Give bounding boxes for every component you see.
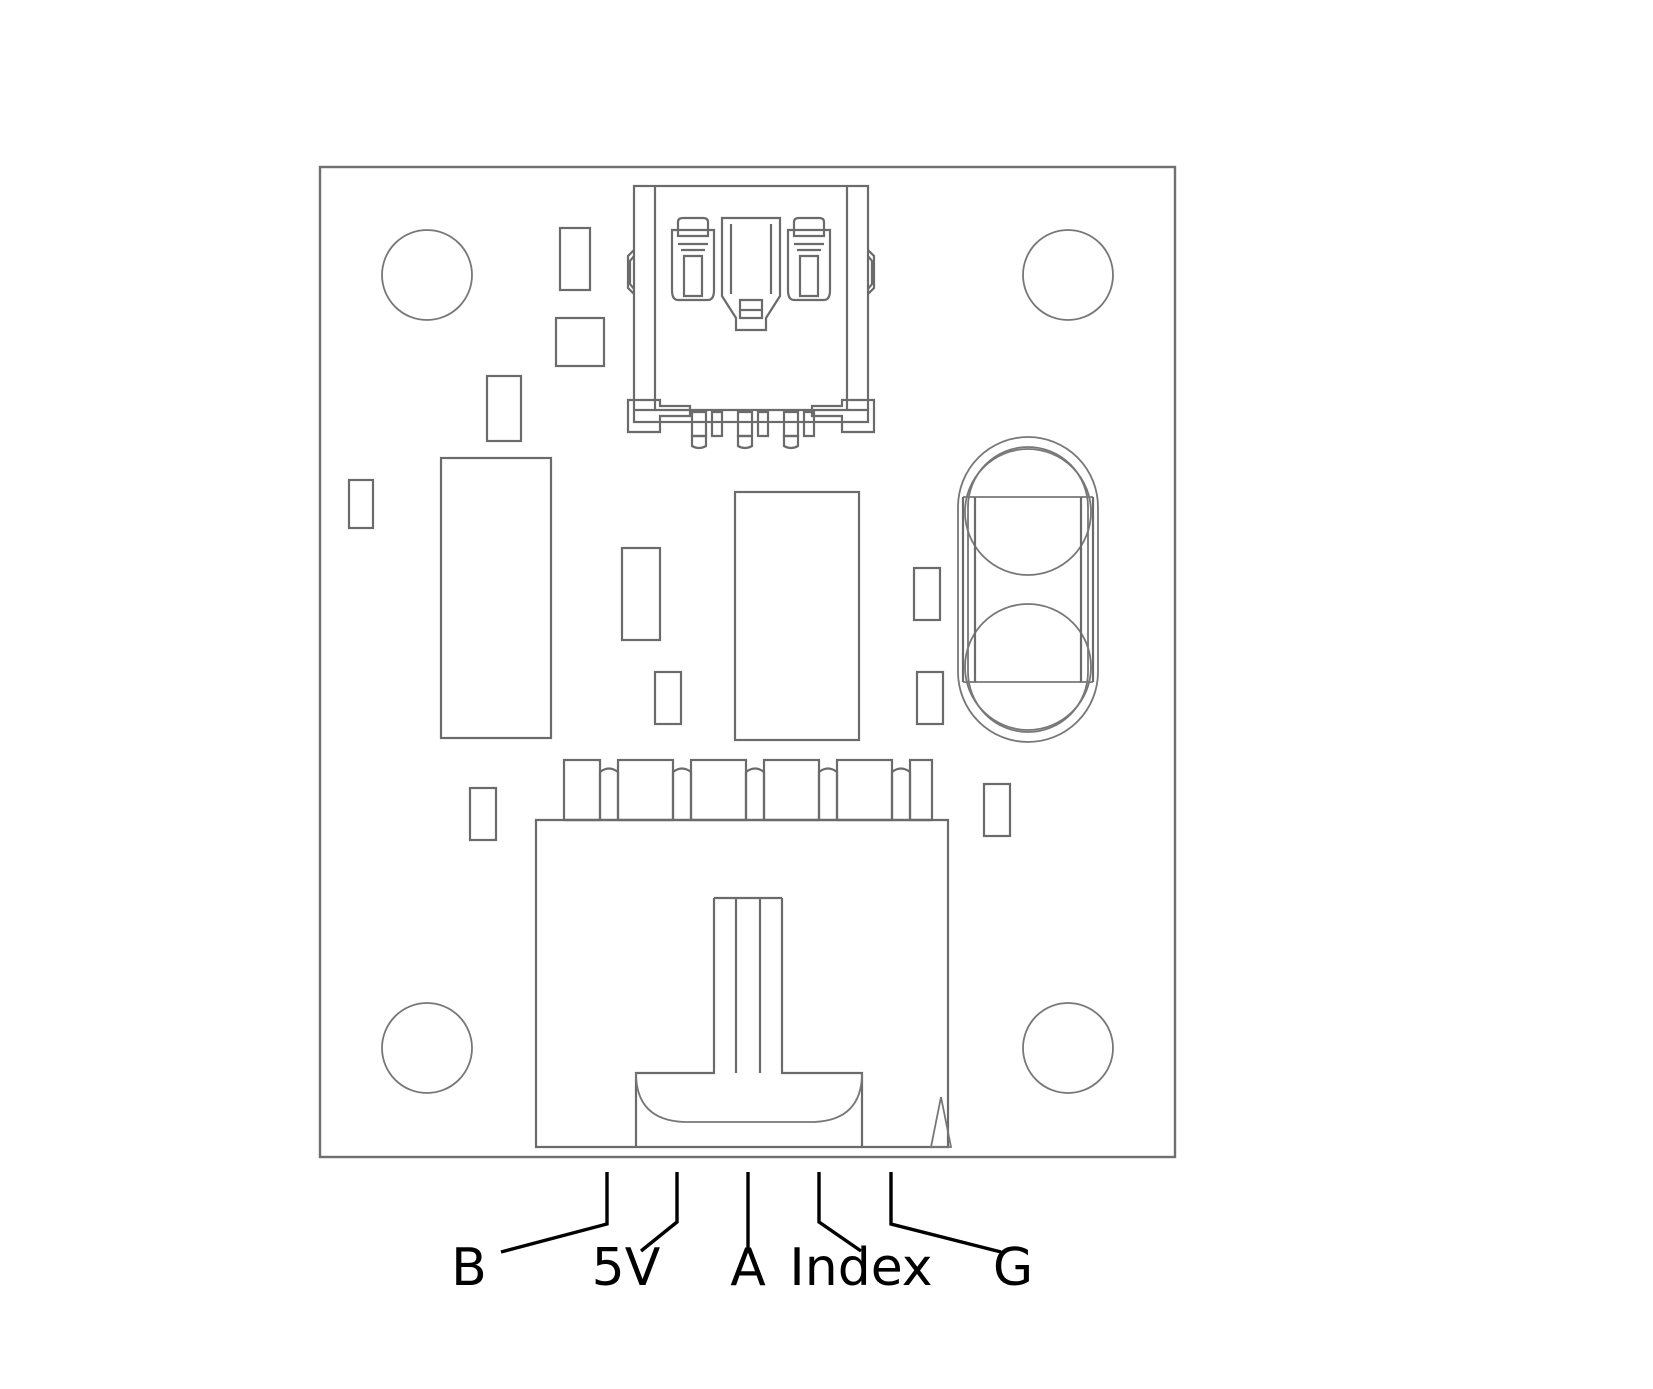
pin-header-connector [534,758,953,1149]
pin-label-g: G [993,1238,1033,1298]
usb-skirt-left [626,398,692,434]
pad-4 [347,478,375,530]
oval-pad-top [964,448,1092,576]
pad-3 [485,374,523,443]
pcb-outline [318,165,1177,1159]
pin-label-b: B [451,1238,487,1298]
usb-tongue-center [720,216,782,332]
header-pin-row [562,758,934,822]
ic-left [439,456,553,740]
usb-solder-pins [690,410,816,450]
oval-dual-pad-component [957,436,1099,743]
pad-9 [468,786,498,842]
header-pin-2 [671,767,693,820]
mounting-hole-top-right [1022,229,1114,321]
header-body-outline [534,818,950,1149]
pad-7 [653,670,683,726]
pin-label-index: Index [789,1238,932,1298]
mounting-hole-top-left [381,229,473,321]
leader-line-g [889,1172,1002,1254]
leader-line-5v [639,1172,679,1253]
usb-contact-right [786,216,832,302]
header-pin-1 [598,767,620,820]
header-block-2 [616,758,675,822]
header-block-6 [908,758,934,822]
mounting-hole-bottom-left [381,1002,473,1094]
pad-6 [912,566,942,622]
usb-skirt-right [810,398,876,434]
components-group [439,456,861,742]
usb-type-a-connector [626,184,876,450]
usb-latch-left [626,249,635,295]
leader-line-index [817,1172,862,1253]
pin-label-5v: 5V [592,1238,661,1298]
usb-shell-outline [632,184,870,424]
smd-pads-group [347,226,1012,842]
oval-outer-outline [957,436,1099,743]
oval-pad-bottom [964,603,1092,731]
header-pin-3 [744,767,766,820]
usb-latch-right-inner [867,255,874,290]
mounting-holes-group [381,229,1114,1094]
header-block-4 [762,758,821,822]
polarity-key-slot [634,896,864,1147]
header-block-5 [835,758,894,822]
pad-8 [915,670,945,726]
mounting-hole-bottom-right [1022,1002,1114,1094]
usb-latch-right [867,249,876,295]
pad-10 [982,782,1012,838]
leader-line-b [500,1172,609,1254]
header-block-3 [689,758,748,822]
ic-right [733,490,861,742]
header-pin-4 [817,767,839,820]
pad-5 [620,546,662,642]
oval-inner-outline [967,446,1089,733]
header-block-1 [562,758,602,822]
usb-contact-left [670,216,716,302]
pin-label-a: A [730,1238,766,1298]
usb-latch-left-inner [628,255,635,290]
pad-2 [554,316,606,368]
orientation-triangle-mark [929,1096,953,1148]
header-pin-5 [890,767,912,820]
pad-1 [558,226,592,292]
pin-callouts-group: B 5V A Index G [451,1172,1033,1298]
